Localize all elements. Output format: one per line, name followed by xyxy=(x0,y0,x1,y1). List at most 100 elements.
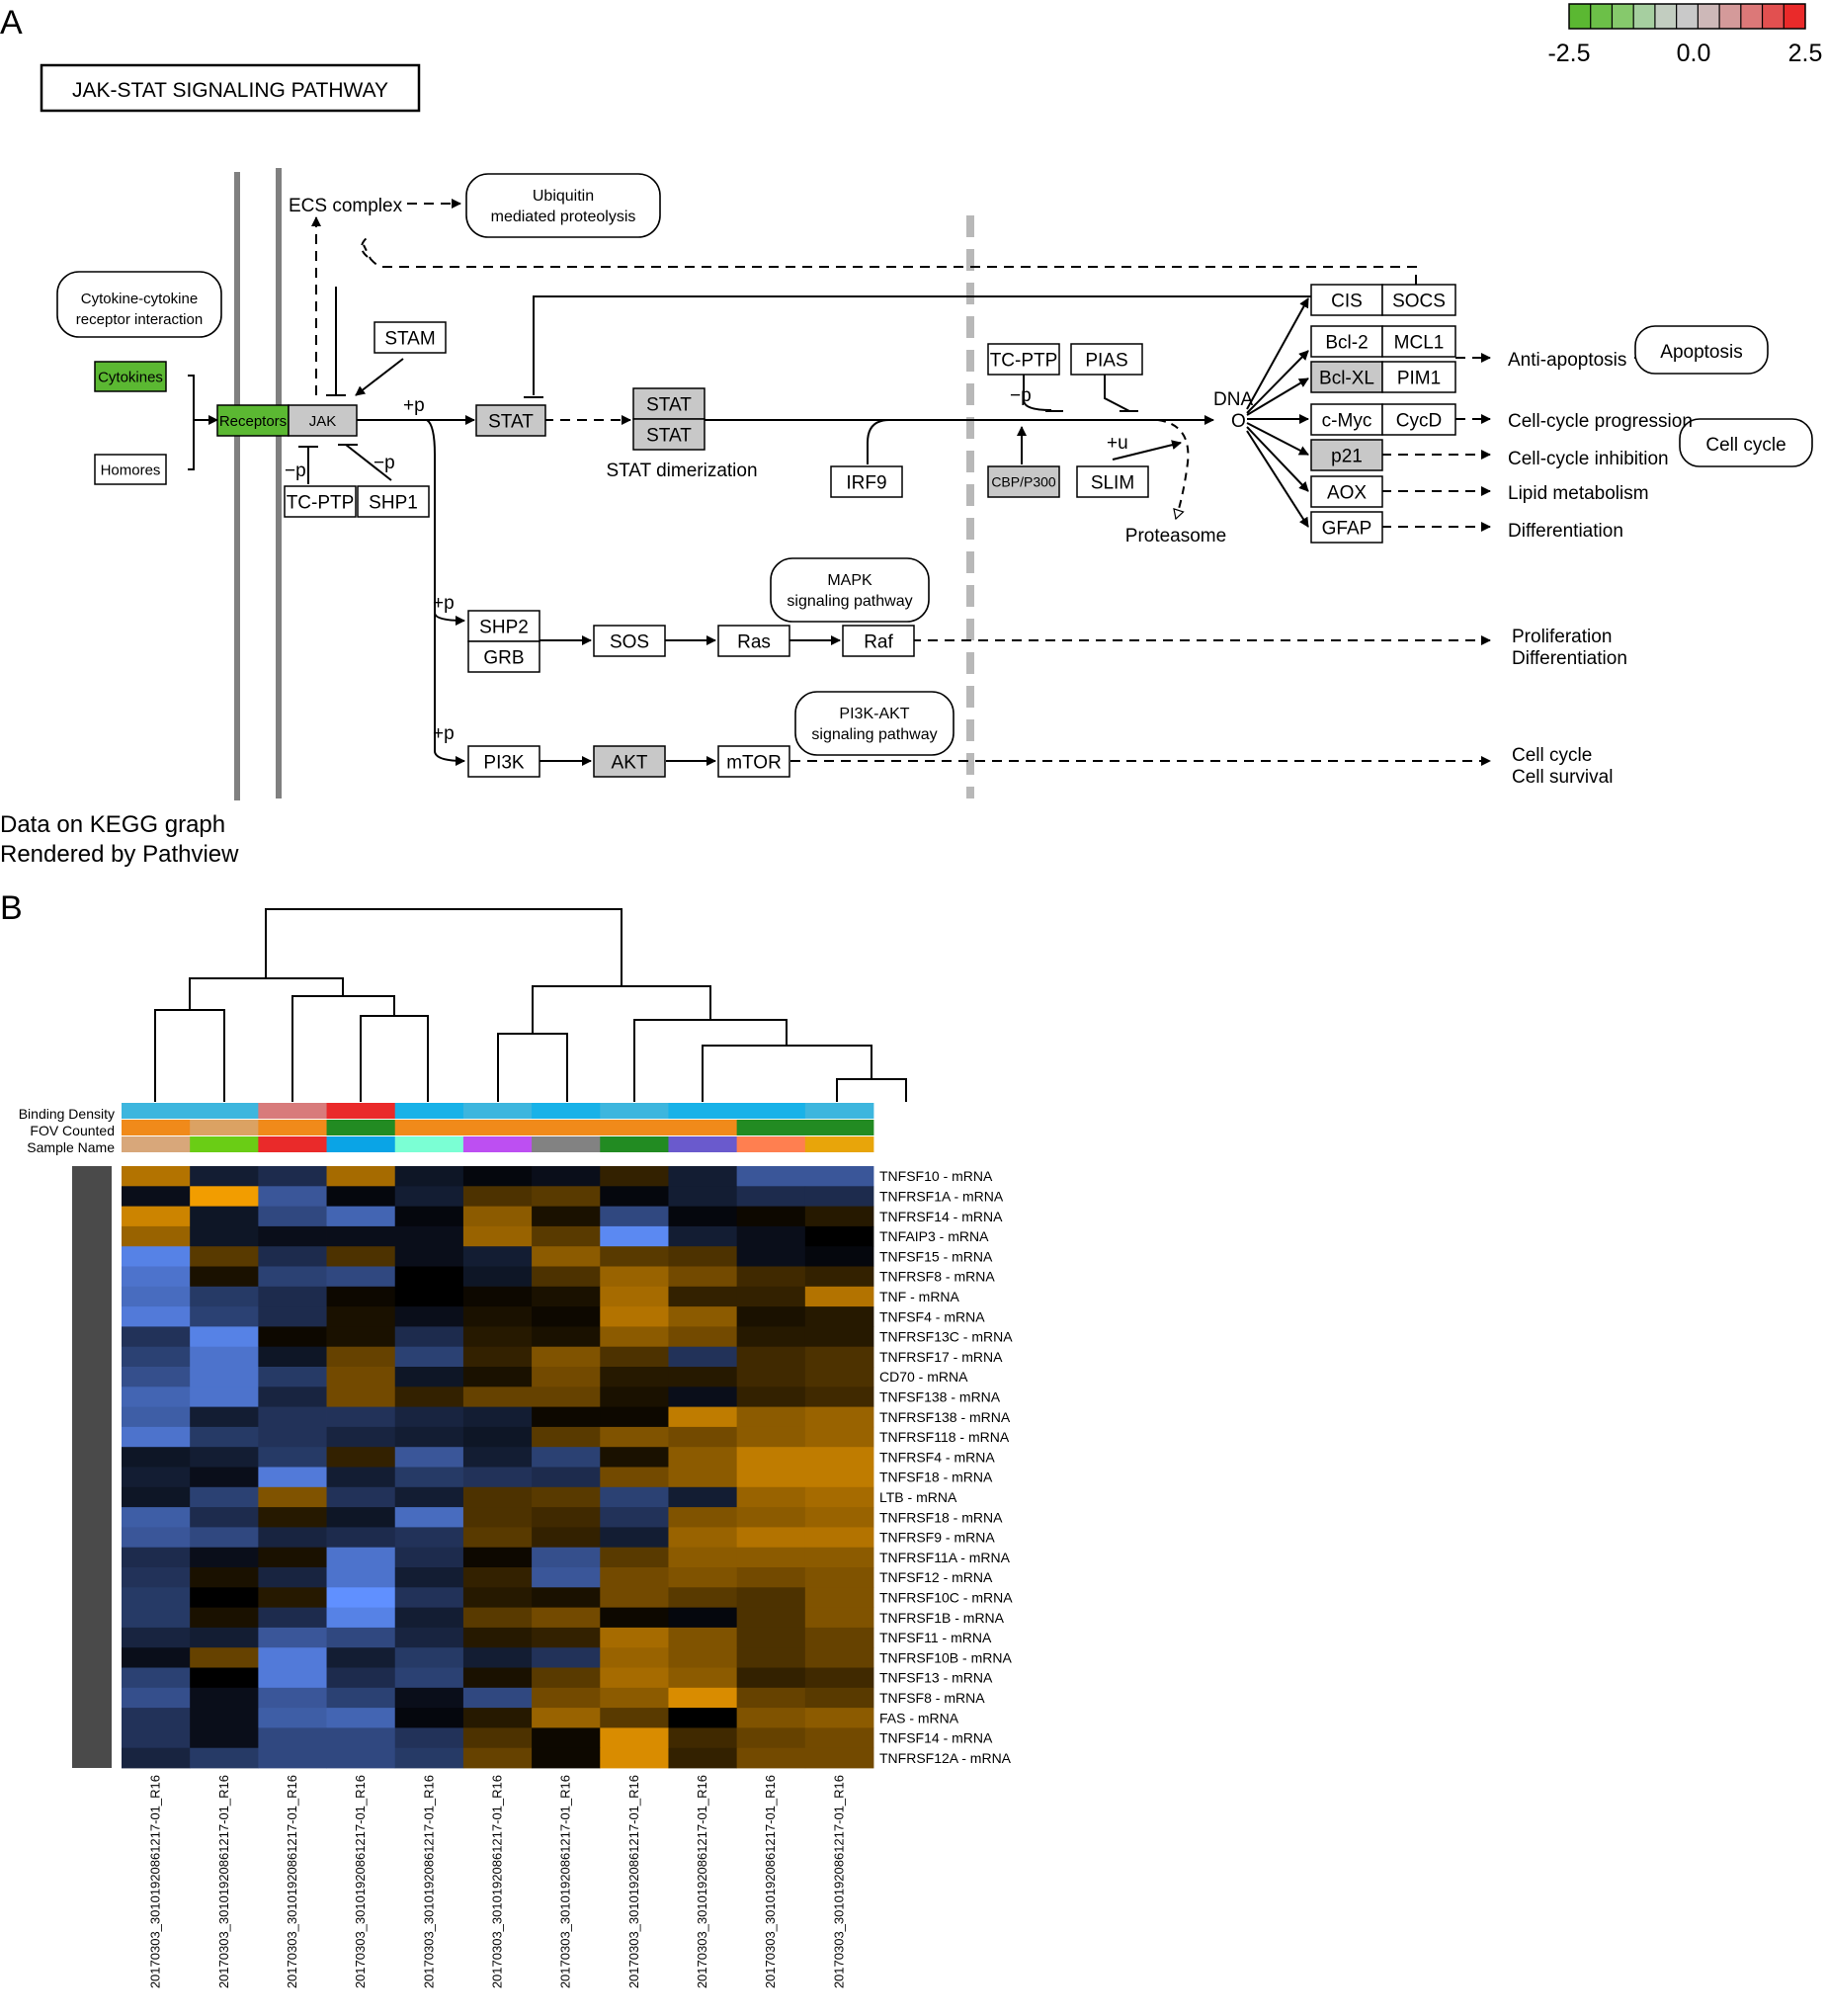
heatmap-cell xyxy=(258,1527,327,1549)
annotation-cell-fov-counted xyxy=(462,1120,533,1135)
gene-node-box[interactable] xyxy=(357,485,430,518)
heatmap-cell xyxy=(462,1206,533,1227)
gene-node-shp1[interactable]: SHP1 xyxy=(357,485,430,518)
heatmap-cell xyxy=(532,1587,601,1608)
heatmap-cell xyxy=(190,1486,259,1508)
map-cell-cycle-box[interactable] xyxy=(1679,418,1813,467)
gene-node-grb[interactable]: GRB xyxy=(467,640,540,673)
heatmap-cell xyxy=(736,1386,806,1407)
map-ubiquitin-box[interactable] xyxy=(465,173,661,238)
gene-node-box[interactable] xyxy=(288,404,358,437)
gene-node-cbp[interactable]: CBP/P300 xyxy=(987,465,1060,498)
gene-node-box[interactable] xyxy=(1310,325,1383,358)
heatmap-cell xyxy=(190,1186,259,1207)
gene-node-box[interactable] xyxy=(216,404,290,437)
gene-node-cytokines[interactable]: Cytokines xyxy=(94,361,167,392)
heatmap-cell xyxy=(736,1367,806,1387)
gene-node-box[interactable] xyxy=(717,625,790,657)
gene-node-box[interactable] xyxy=(467,745,540,778)
heatmap-cell xyxy=(462,1186,533,1207)
gene-node-label: AKT xyxy=(612,752,648,773)
gene-node-box[interactable] xyxy=(1310,439,1383,471)
gene-node-box[interactable] xyxy=(632,387,706,420)
gene-node-ras[interactable]: Ras xyxy=(717,625,790,657)
gene-node-box[interactable] xyxy=(1310,284,1383,316)
heatmap-cell xyxy=(600,1447,669,1468)
gene-node-stam[interactable]: STAM xyxy=(374,321,447,354)
heatmap-cell xyxy=(258,1225,327,1247)
map-apoptosis-box[interactable] xyxy=(1634,325,1769,375)
gene-node-box[interactable] xyxy=(467,640,540,673)
gene-node-box[interactable] xyxy=(94,361,167,392)
gene-node-gfap[interactable]: GFAP xyxy=(1310,511,1383,544)
gene-node-box[interactable] xyxy=(593,625,666,657)
heatmap-cell xyxy=(190,1587,259,1608)
gene-node-box[interactable] xyxy=(374,321,447,354)
gene-node-box[interactable] xyxy=(467,610,540,642)
gene-node-box[interactable] xyxy=(1076,465,1149,498)
gene-node-shp2[interactable]: SHP2 xyxy=(467,610,540,642)
gene-node-aox[interactable]: AOX xyxy=(1310,475,1383,508)
map-mapk-box[interactable] xyxy=(770,557,930,623)
gene-node-raf[interactable]: Raf xyxy=(842,625,915,657)
heatmap-cell xyxy=(122,1346,191,1368)
gene-node-box[interactable] xyxy=(1310,475,1383,508)
gene-node-box[interactable] xyxy=(987,343,1060,376)
gene-node-cycd[interactable]: CycD xyxy=(1381,403,1456,436)
gene-node-box[interactable] xyxy=(1310,361,1383,393)
heatmap-cell xyxy=(600,1627,669,1648)
gene-node-pi3k[interactable]: PI3K xyxy=(467,745,540,778)
gene-node-cis[interactable]: CIS xyxy=(1310,284,1383,316)
annotation-cell-sample-name xyxy=(326,1136,396,1152)
gene-node-box[interactable] xyxy=(1381,403,1456,436)
row-label: TNFSF11 - mRNA xyxy=(879,1630,992,1645)
gene-node-box[interactable] xyxy=(717,745,790,778)
gene-node-slim[interactable]: SLIM xyxy=(1076,465,1149,498)
heatmap-cell xyxy=(122,1507,191,1528)
gene-node-p21[interactable]: p21 xyxy=(1310,439,1383,471)
gene-node-receptors[interactable]: Receptors xyxy=(216,404,290,437)
gene-node-bcl2[interactable]: Bcl-2 xyxy=(1310,325,1383,358)
gene-node-mcl1[interactable]: MCL1 xyxy=(1381,325,1456,358)
gene-node-box[interactable] xyxy=(1381,325,1456,358)
gene-node-irf9[interactable]: IRF9 xyxy=(830,465,903,498)
gene-node-box[interactable] xyxy=(830,465,903,498)
heatmap-cell xyxy=(532,1687,601,1709)
gene-node-box[interactable] xyxy=(842,625,915,657)
gene-node-pias[interactable]: PIAS xyxy=(1070,343,1143,376)
gene-node-box[interactable] xyxy=(284,485,357,518)
gene-node-box[interactable] xyxy=(1381,284,1456,316)
gene-node-box[interactable] xyxy=(1070,343,1143,376)
gene-node-socs[interactable]: SOCS xyxy=(1381,284,1456,316)
heatmap-cell xyxy=(326,1627,396,1648)
gene-node-tcptp2[interactable]: TC-PTP xyxy=(987,343,1060,376)
gene-node-akt[interactable]: AKT xyxy=(593,745,666,778)
annotation-cell-fov-counted xyxy=(394,1120,464,1135)
gene-node-jak[interactable]: JAK xyxy=(288,404,358,437)
gene-node-box[interactable] xyxy=(632,418,706,451)
gene-node-box[interactable] xyxy=(1381,361,1456,393)
gene-node-box[interactable] xyxy=(94,454,167,485)
heatmap-cell xyxy=(122,1727,191,1749)
gene-node-label: MCL1 xyxy=(1394,332,1445,353)
gene-node-homores[interactable]: Homores xyxy=(94,454,167,485)
gene-node-box[interactable] xyxy=(593,745,666,778)
gene-node-label: Raf xyxy=(864,631,893,652)
heatmap-cell xyxy=(804,1286,874,1307)
gene-node-cmyc[interactable]: c-Myc xyxy=(1310,403,1383,436)
gene-node-sos[interactable]: SOS xyxy=(593,625,666,657)
gene-node-bclxl[interactable]: Bcl-XL xyxy=(1310,361,1383,393)
map-cytokine-receptor-box[interactable] xyxy=(56,271,222,338)
heatmap-cell xyxy=(804,1747,874,1769)
gene-node-tcptp1[interactable]: TC-PTP xyxy=(284,485,357,518)
gene-node-box[interactable] xyxy=(475,404,546,437)
gene-node-box[interactable] xyxy=(987,465,1060,498)
gene-node-box[interactable] xyxy=(1310,511,1383,544)
gene-node-pim1[interactable]: PIM1 xyxy=(1381,361,1456,393)
annotation-cell-binding-density xyxy=(326,1103,396,1119)
map-pi3k-akt-box[interactable] xyxy=(794,691,954,756)
gene-node-stat[interactable]: STAT xyxy=(475,404,546,437)
gene-node-stat_dimer_bottom[interactable]: STAT xyxy=(632,418,706,451)
gene-node-stat_dimer_top[interactable]: STAT xyxy=(632,387,706,420)
gene-node-mtor[interactable]: mTOR xyxy=(717,745,790,778)
